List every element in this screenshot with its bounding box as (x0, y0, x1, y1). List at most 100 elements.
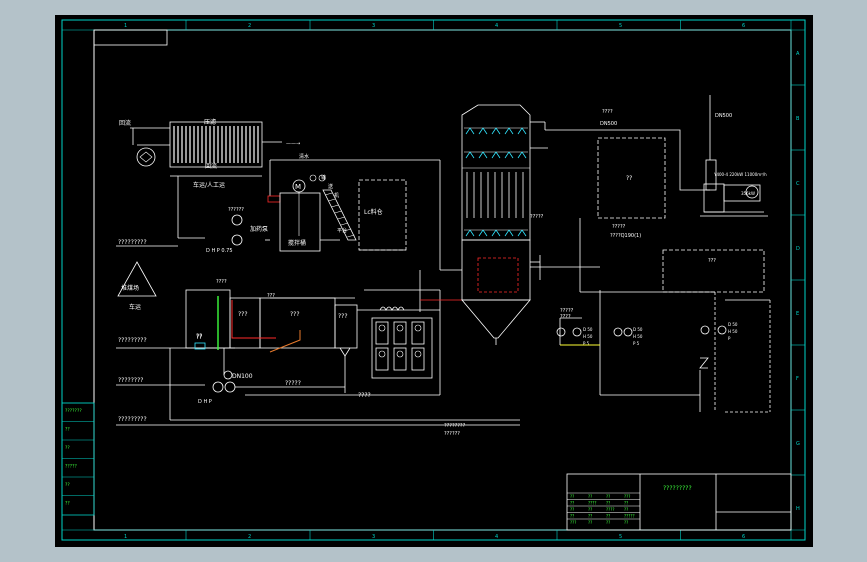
column-number: 2 (248, 534, 251, 540)
side-table-cell: ?? (65, 427, 70, 433)
pump-tag-p3: P (728, 336, 731, 341)
bottom-q1: ???????? (444, 423, 466, 429)
left-row1: ????????? (118, 239, 147, 246)
row-letter: F (796, 376, 799, 382)
side-table: ???????????????????? (61, 402, 95, 516)
tank-q4: ??? (290, 311, 300, 318)
title-cell: ?? (606, 520, 610, 525)
dosing-pump-1-icon (231, 214, 243, 226)
title-cell: ?? (588, 514, 592, 519)
row-letter: D (796, 246, 800, 252)
title-cell: ?? (588, 520, 592, 525)
title-cell: ?? (570, 501, 574, 506)
mixing-tank (279, 192, 321, 252)
title-cell: ???? (588, 501, 597, 506)
column-number: 5 (619, 534, 622, 540)
dust-box (597, 137, 666, 219)
small-pump-label-2: ???? (560, 314, 571, 320)
small-pump-5-icon (700, 325, 710, 335)
top-question: ?????? (228, 207, 244, 213)
side-table-cell: ?? (65, 501, 70, 507)
bottom-pump-icon-1 (212, 381, 224, 393)
title-cell: ??? (570, 520, 576, 525)
column-number: 2 (248, 23, 251, 29)
conveyor-label-1: 输 (321, 174, 326, 181)
top-left-box (93, 29, 168, 46)
drawing-sheet (55, 15, 813, 547)
dust-box-spec: ????Q190(1) (610, 233, 641, 239)
side-table-cell: ??????? (65, 408, 82, 414)
dn100-label: DN100 (232, 373, 253, 380)
title-cell: ?? (570, 507, 574, 512)
dosing-pump-2-icon (231, 234, 243, 246)
row-letter: E (796, 311, 799, 317)
dosing-pump-tag: D H P 0.75 (206, 248, 233, 254)
platform-label: 平台 (337, 227, 347, 234)
column-number: 6 (742, 23, 745, 29)
right-pumps: ??? ????? ???? D 50 H 50 P 5 D 50 H 50 P… (556, 218, 771, 413)
title-cell: ?? (606, 501, 610, 506)
title-cell: ?? (624, 501, 628, 506)
title-cell: ?? (588, 507, 592, 512)
row-letter: C (796, 181, 800, 187)
fan-spec: Y400-4 220kW 11000m³/h (713, 172, 767, 177)
row-letter: A (796, 51, 800, 57)
column-number: 1 (124, 23, 127, 29)
top-dn: DN500 (600, 121, 617, 127)
svg-text:M: M (295, 183, 301, 191)
cartridge (411, 347, 425, 371)
row-letter: G (796, 441, 800, 447)
mid-pipe-label: ????? (285, 380, 301, 387)
dosing-box-q: ??? (708, 258, 716, 264)
scrubber-tower: ????? (419, 104, 600, 345)
title-block: ????????? ??????????????????????????????… (566, 473, 792, 531)
cartridge (375, 321, 389, 345)
title-cell: ???? (606, 507, 615, 512)
title-cell: ?? (588, 494, 592, 499)
column-number: 4 (495, 534, 498, 540)
tank-q1: ???? (216, 279, 227, 285)
small-pump-6-icon (717, 325, 727, 335)
conveyor-label-2: 送 (328, 183, 333, 190)
column-number: 1 (124, 534, 127, 540)
belt-label: 车运/人工运 (193, 181, 225, 189)
tank-q2: ?? (196, 334, 202, 341)
title-cell: ?? (570, 494, 574, 499)
silo-label: Lc料仓 (364, 208, 383, 216)
title-cell: ?? (624, 507, 628, 512)
bottom-pump-tag: D H P (198, 399, 212, 405)
left-row4: ????????? (118, 416, 147, 423)
filter-press-bottom: 回流 (205, 162, 217, 170)
title-cell: ?? (570, 514, 574, 519)
side-table-cell: ?? (65, 445, 70, 451)
bottom-q2: ?????? (444, 431, 460, 437)
tank-group: ???? ?? ??? ??? ??? ??? DN100 D H P ????… (169, 279, 520, 437)
title-cell: ??? (624, 494, 630, 499)
cartridge-pumps (357, 289, 441, 395)
row-letter: H (796, 506, 800, 512)
cartridge (393, 347, 407, 371)
left-row3: ???????? (118, 377, 143, 384)
cartridge (411, 321, 425, 345)
title-cell: ?? (606, 514, 610, 519)
cartridge (393, 321, 407, 345)
left-row2: ????????? (118, 337, 147, 344)
small-pump-2-icon (572, 327, 582, 337)
side-table-cell: ????? (65, 464, 78, 470)
row-letter: B (796, 116, 800, 122)
right-dn: DN500 (715, 113, 732, 119)
tank-q3: ??? (238, 311, 248, 318)
fan-motor (723, 184, 761, 202)
filter-press: 回流 压滤 回流 ——→ 车运/人工运 (119, 118, 300, 239)
small-pump-label-1: ????? (560, 308, 574, 314)
title-cell: ?? (606, 494, 610, 499)
press-arrow: ——→ (286, 141, 300, 147)
pump-tag-p1: P 5 (583, 341, 590, 346)
row-marks: A B C D E F G H (791, 51, 805, 541)
dust-box-q: ?? (626, 175, 632, 182)
press-wheel-icon (136, 147, 156, 167)
fan-motor-label: 356kW (741, 191, 755, 196)
coal-yard-label: 堆煤场 (121, 284, 139, 292)
